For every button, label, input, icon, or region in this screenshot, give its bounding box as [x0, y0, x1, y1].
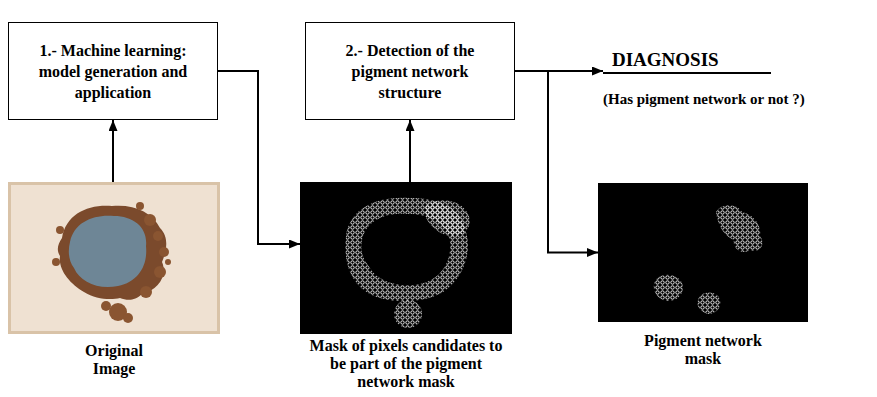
image-caption: Mask of pixels candidates to be part of … — [304, 337, 509, 391]
candidate-cluster — [425, 200, 470, 236]
flow-arrow — [409, 120, 411, 182]
mask-ground — [300, 182, 512, 334]
network-mask-image — [598, 183, 808, 322]
lesion-photo — [8, 182, 220, 334]
mask-ground — [598, 183, 808, 322]
box-label: 1.- Machine learning: model generation a… — [27, 40, 199, 103]
brown-dots — [52, 202, 171, 323]
candidate-mask-image — [300, 182, 512, 334]
image-panel: Original Image — [8, 182, 220, 334]
lesion-core — [69, 216, 146, 287]
network-cluster — [716, 205, 762, 252]
flow-arrow — [112, 120, 114, 182]
process-box: 1.- Machine learning: model generation a… — [8, 22, 218, 120]
diagnosis-heading: DIAGNOSIS — [603, 48, 771, 74]
flow-arrow — [515, 71, 598, 253]
process-box: 2.- Detection of the pigment network str… — [305, 22, 515, 120]
skin-ground — [10, 184, 219, 333]
network-cluster — [654, 275, 683, 301]
candidate-cluster — [394, 300, 422, 328]
image-caption: Original Image — [69, 342, 159, 378]
flow-arrow — [218, 71, 300, 244]
network-cluster — [697, 293, 720, 314]
image-panel: Mask of pixels candidates to be part of … — [300, 182, 512, 334]
heading-row: DIAGNOSIS — [603, 48, 803, 74]
diagnosis-question: (Has pigment network or not ?) — [603, 90, 803, 109]
image-panel: Pigment network mask — [598, 183, 808, 322]
image-caption: Pigment network mask — [628, 332, 778, 368]
box-label: 2.- Detection of the pigment network str… — [324, 40, 496, 103]
diagnosis-output: DIAGNOSIS (Has pigment network or not ?) — [603, 48, 803, 109]
lesion-rim — [58, 206, 166, 300]
